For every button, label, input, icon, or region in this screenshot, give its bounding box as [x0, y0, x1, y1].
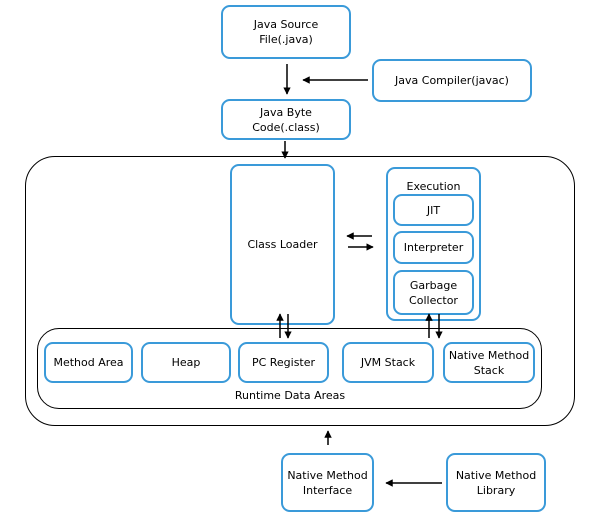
runtime-data-areas-label: Runtime Data Areas: [234, 389, 346, 402]
native-method-stack-node: Native Method Stack: [443, 342, 535, 383]
java-byte-code-node: Java Byte Code(.class): [221, 99, 351, 140]
method-area-node: Method Area: [44, 342, 133, 383]
runtime-data-areas-container: [37, 328, 542, 409]
jvm-container: [25, 156, 575, 426]
garbage-collector-node: Garbage Collector: [393, 270, 474, 315]
class-loader-node: Class Loader: [230, 164, 335, 325]
java-source-file-node: Java Source File(.java): [221, 5, 351, 59]
jit-node: JIT: [393, 194, 474, 226]
java-compiler-node: Java Compiler(javac): [372, 59, 532, 102]
native-method-library-node: Native Method Library: [446, 453, 546, 512]
native-method-interface-node: Native Method Interface: [281, 453, 374, 512]
execution-title: Execution: [406, 180, 461, 193]
jvm-stack-node: JVM Stack: [342, 342, 434, 383]
heap-node: Heap: [141, 342, 231, 383]
interpreter-node: Interpreter: [393, 231, 474, 264]
pc-register-node: PC Register: [238, 342, 329, 383]
